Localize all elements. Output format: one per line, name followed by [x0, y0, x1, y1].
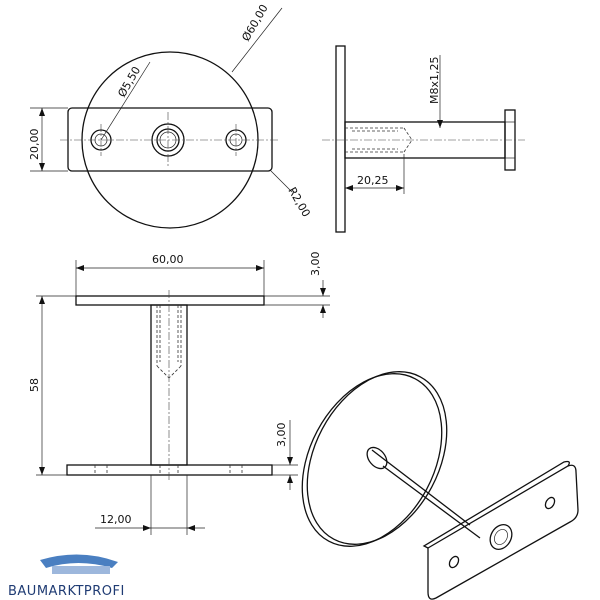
- dim-hole-diameter: Ø5,50: [115, 64, 143, 99]
- iso-flange: [427, 464, 579, 600]
- iso-disc: [301, 373, 443, 547]
- logo-text: BAUMARKTPROFI: [8, 584, 125, 599]
- brand-logo: BAUMARKTPROFI: [8, 554, 125, 599]
- logo-swoosh-icon: [40, 554, 118, 568]
- iso-hole-left: [448, 555, 460, 569]
- dim-plate-thickness: 3,00: [309, 252, 322, 277]
- front-top-plate: [75, 295, 265, 306]
- dim-thread-length: 20,25: [357, 174, 389, 187]
- top-view: 20,00 Ø5,50 Ø60,00 R2,00: [28, 2, 313, 229]
- front-bottom-flange: [66, 464, 273, 476]
- flange-bar-outline: [67, 107, 273, 172]
- dim-rod-width: 12,00: [100, 513, 132, 526]
- side-view: M8x1,25 20,25: [322, 45, 525, 233]
- side-plate: [335, 45, 346, 233]
- iso-center-hole: [489, 524, 513, 550]
- dim-radius: R2,00: [285, 185, 312, 219]
- isometric-view: [301, 371, 579, 600]
- front-view: 60,00 3,00 58 3,00 12,00: [28, 252, 330, 535]
- dim-plate-diameter: Ø60,00: [239, 2, 270, 43]
- dim-plate-width: 60,00: [152, 253, 184, 266]
- iso-hole-right: [544, 496, 556, 510]
- dim-flange-thickness: 3,00: [275, 423, 288, 448]
- dim-flange-height: 20,00: [28, 129, 41, 161]
- dim-total-height: 58: [28, 378, 41, 392]
- dim-thread: M8x1,25: [428, 57, 441, 105]
